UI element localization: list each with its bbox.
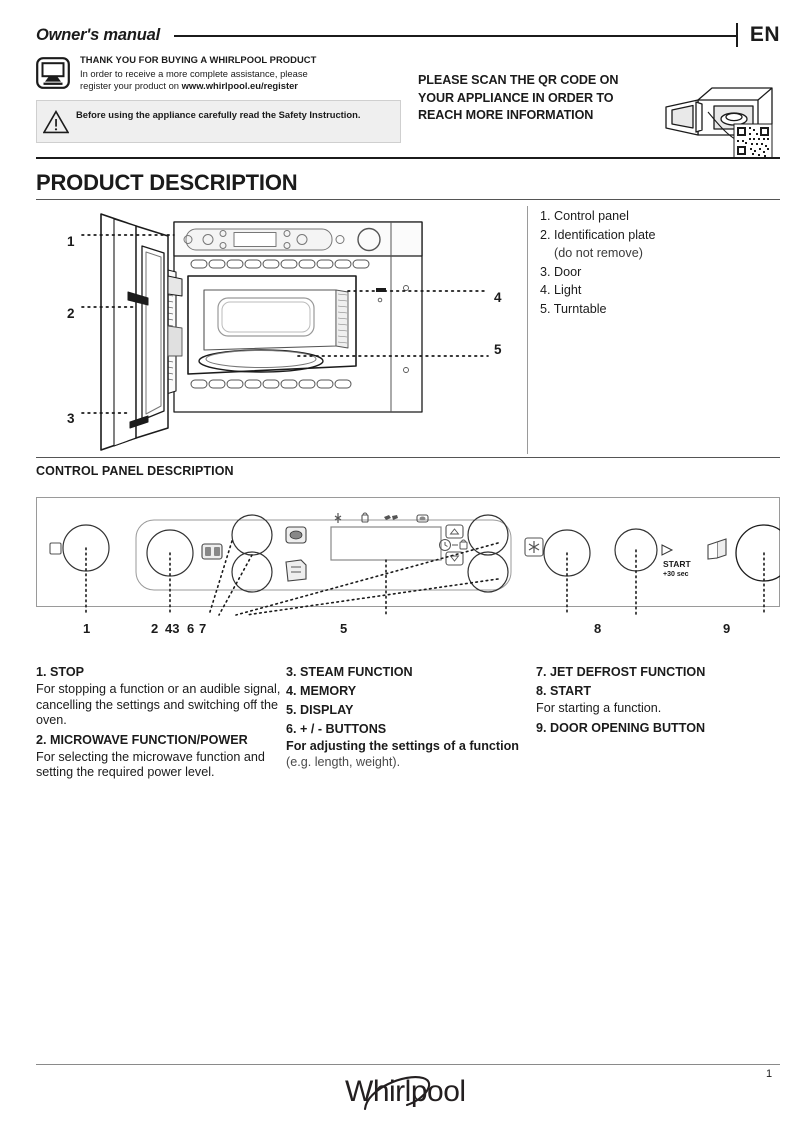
legend-sublabel-2: (do not remove) <box>554 246 643 261</box>
desc-head-2: 2. MICROWAVE FUNCTION/POWER <box>36 732 248 747</box>
qr-notice-block: PLEASE SCAN THE QR CODE ON YOUR APPLIANC… <box>418 72 780 159</box>
callout-number-4: 4 <box>494 290 502 305</box>
desc-body-8: For starting a function. <box>536 701 662 715</box>
callout-number-1: 1 <box>67 234 75 249</box>
section-title-rule <box>36 199 780 200</box>
legend-num-3: 3. <box>540 264 551 279</box>
start-sub-label: +30 sec <box>663 571 689 578</box>
legend-label-4: Light <box>554 283 582 298</box>
safety-notice-text: Before using the appliance carefully rea… <box>76 109 361 121</box>
cp-callout-9: 9 <box>723 621 731 636</box>
legend-num-2: 2. <box>540 227 551 242</box>
desc-head-7: 7. JET DEFROST FUNCTION <box>536 665 706 679</box>
qr-line-2: YOUR APPLIANCE IN ORDER TO <box>418 90 614 105</box>
register-url[interactable]: www.whirlpool.eu/register <box>181 79 298 91</box>
callout-number-3: 3 <box>67 411 75 426</box>
desc-body-1: For stopping a function or an audible si… <box>36 682 281 728</box>
thank-you-title: THANK YOU FOR BUYING A WHIRLPOOL PRODUCT <box>80 54 317 65</box>
product-diagram <box>36 206 526 454</box>
warning-triangle-icon <box>42 110 70 134</box>
whirlpool-logo: Whirlpool <box>345 1069 495 1113</box>
description-column-1: 1. STOP For stopping a function or an au… <box>36 663 286 783</box>
header-end-tick <box>735 23 738 47</box>
cp-callout-6: 6 <box>187 621 195 636</box>
control-panel-diagram: START +30 sec <box>36 497 793 645</box>
legend-item-2: 2. Identification plate <box>540 226 775 245</box>
desc-head-9: 9. DOOR OPENING BUTTON <box>536 720 706 735</box>
description-column-2: 3. STEAM FUNCTION 4. MEMORY 5. DISPLAY 6… <box>286 663 536 783</box>
desc-head-5: 5. DISPLAY <box>286 703 354 717</box>
legend-item-5: 5. Turntable <box>540 300 775 319</box>
legend-label-1: Control panel <box>554 209 629 223</box>
page-header: Owner's manual EN <box>36 22 780 48</box>
callout-number-5: 5 <box>494 342 502 357</box>
display-indicator-icons <box>334 512 429 523</box>
thank-you-line2-prefix: register your product on <box>80 79 182 91</box>
desc-head-3: 3. STEAM FUNCTION <box>286 665 413 679</box>
header-bottom-rule <box>36 157 780 159</box>
desc-body-6-bold: For adjusting the settings of a function <box>286 739 519 753</box>
cp-callout-43: 43 <box>165 621 180 636</box>
legend-num-4: 4. <box>540 283 551 298</box>
qr-notice-text: PLEASE SCAN THE QR CODE ON YOUR APPLIANC… <box>418 72 644 142</box>
cp-callout-7: 7 <box>199 621 207 636</box>
product-legend: 1. Control panel 2. Identification plate… <box>540 207 775 319</box>
cp-callout-5: 5 <box>340 621 348 636</box>
svg-text:Whirlpool: Whirlpool <box>345 1075 466 1108</box>
monitor-icon <box>36 57 70 89</box>
control-panel-section-rule <box>36 457 780 458</box>
cp-callout-8: 8 <box>594 621 602 636</box>
page-title: PRODUCT DESCRIPTION <box>36 170 298 195</box>
thank-you-body: In order to receive a more complete assi… <box>80 68 406 91</box>
qr-line-1: PLEASE SCAN THE QR CODE ON <box>418 73 619 87</box>
thank-you-line1: In order to receive a more complete assi… <box>80 68 308 79</box>
legend-item-4: 4. Light <box>540 281 775 300</box>
language-code: EN <box>749 23 780 46</box>
legend-item-1: 1. Control panel <box>540 207 775 226</box>
desc-head-4: 4. MEMORY <box>286 684 357 698</box>
control-panel-title: CONTROL PANEL DESCRIPTION <box>36 464 234 478</box>
cp-callout-1: 1 <box>83 621 91 636</box>
legend-label-3: Door <box>554 264 582 279</box>
description-column-3: 7. JET DEFROST FUNCTION 8. START For sta… <box>536 663 780 783</box>
legend-item-3: 3. Door <box>540 263 775 282</box>
page-number: 1 <box>766 1068 773 1080</box>
owners-manual-title: Owner's manual <box>36 25 160 44</box>
legend-divider <box>527 206 528 454</box>
safety-notice-box: Before using the appliance carefully rea… <box>36 100 401 144</box>
control-panel-descriptions: 1. STOP For stopping a function or an au… <box>36 663 780 783</box>
legend-num-5: 5. <box>540 301 551 316</box>
thank-you-block: THANK YOU FOR BUYING A WHIRLPOOL PRODUCT… <box>36 54 406 144</box>
footer-rule <box>36 1064 780 1065</box>
cp-callout-2: 2 <box>151 621 159 636</box>
desc-body-6: For adjusting the settings of a function… <box>286 739 536 770</box>
start-label: START <box>663 559 692 569</box>
qr-line-3: REACH MORE INFORMATION <box>418 108 594 122</box>
desc-head-1: 1. STOP <box>36 665 85 679</box>
microwave-qr-illustration <box>652 62 780 159</box>
header-divider-line <box>174 35 736 37</box>
legend-label-5: Turntable <box>553 301 607 316</box>
legend-num-1: 1. <box>540 209 551 223</box>
desc-head-6: 6. + / - BUTTONS <box>286 722 387 736</box>
legend-label-2: Identification plate <box>554 227 656 242</box>
callout-number-2: 2 <box>67 306 75 321</box>
desc-body-6-muted: (e.g. length, weight). <box>286 754 401 769</box>
desc-head-8: 8. START <box>536 684 592 698</box>
qr-code <box>733 123 773 159</box>
desc-body-2: For selecting the microwave function and… <box>36 749 265 780</box>
